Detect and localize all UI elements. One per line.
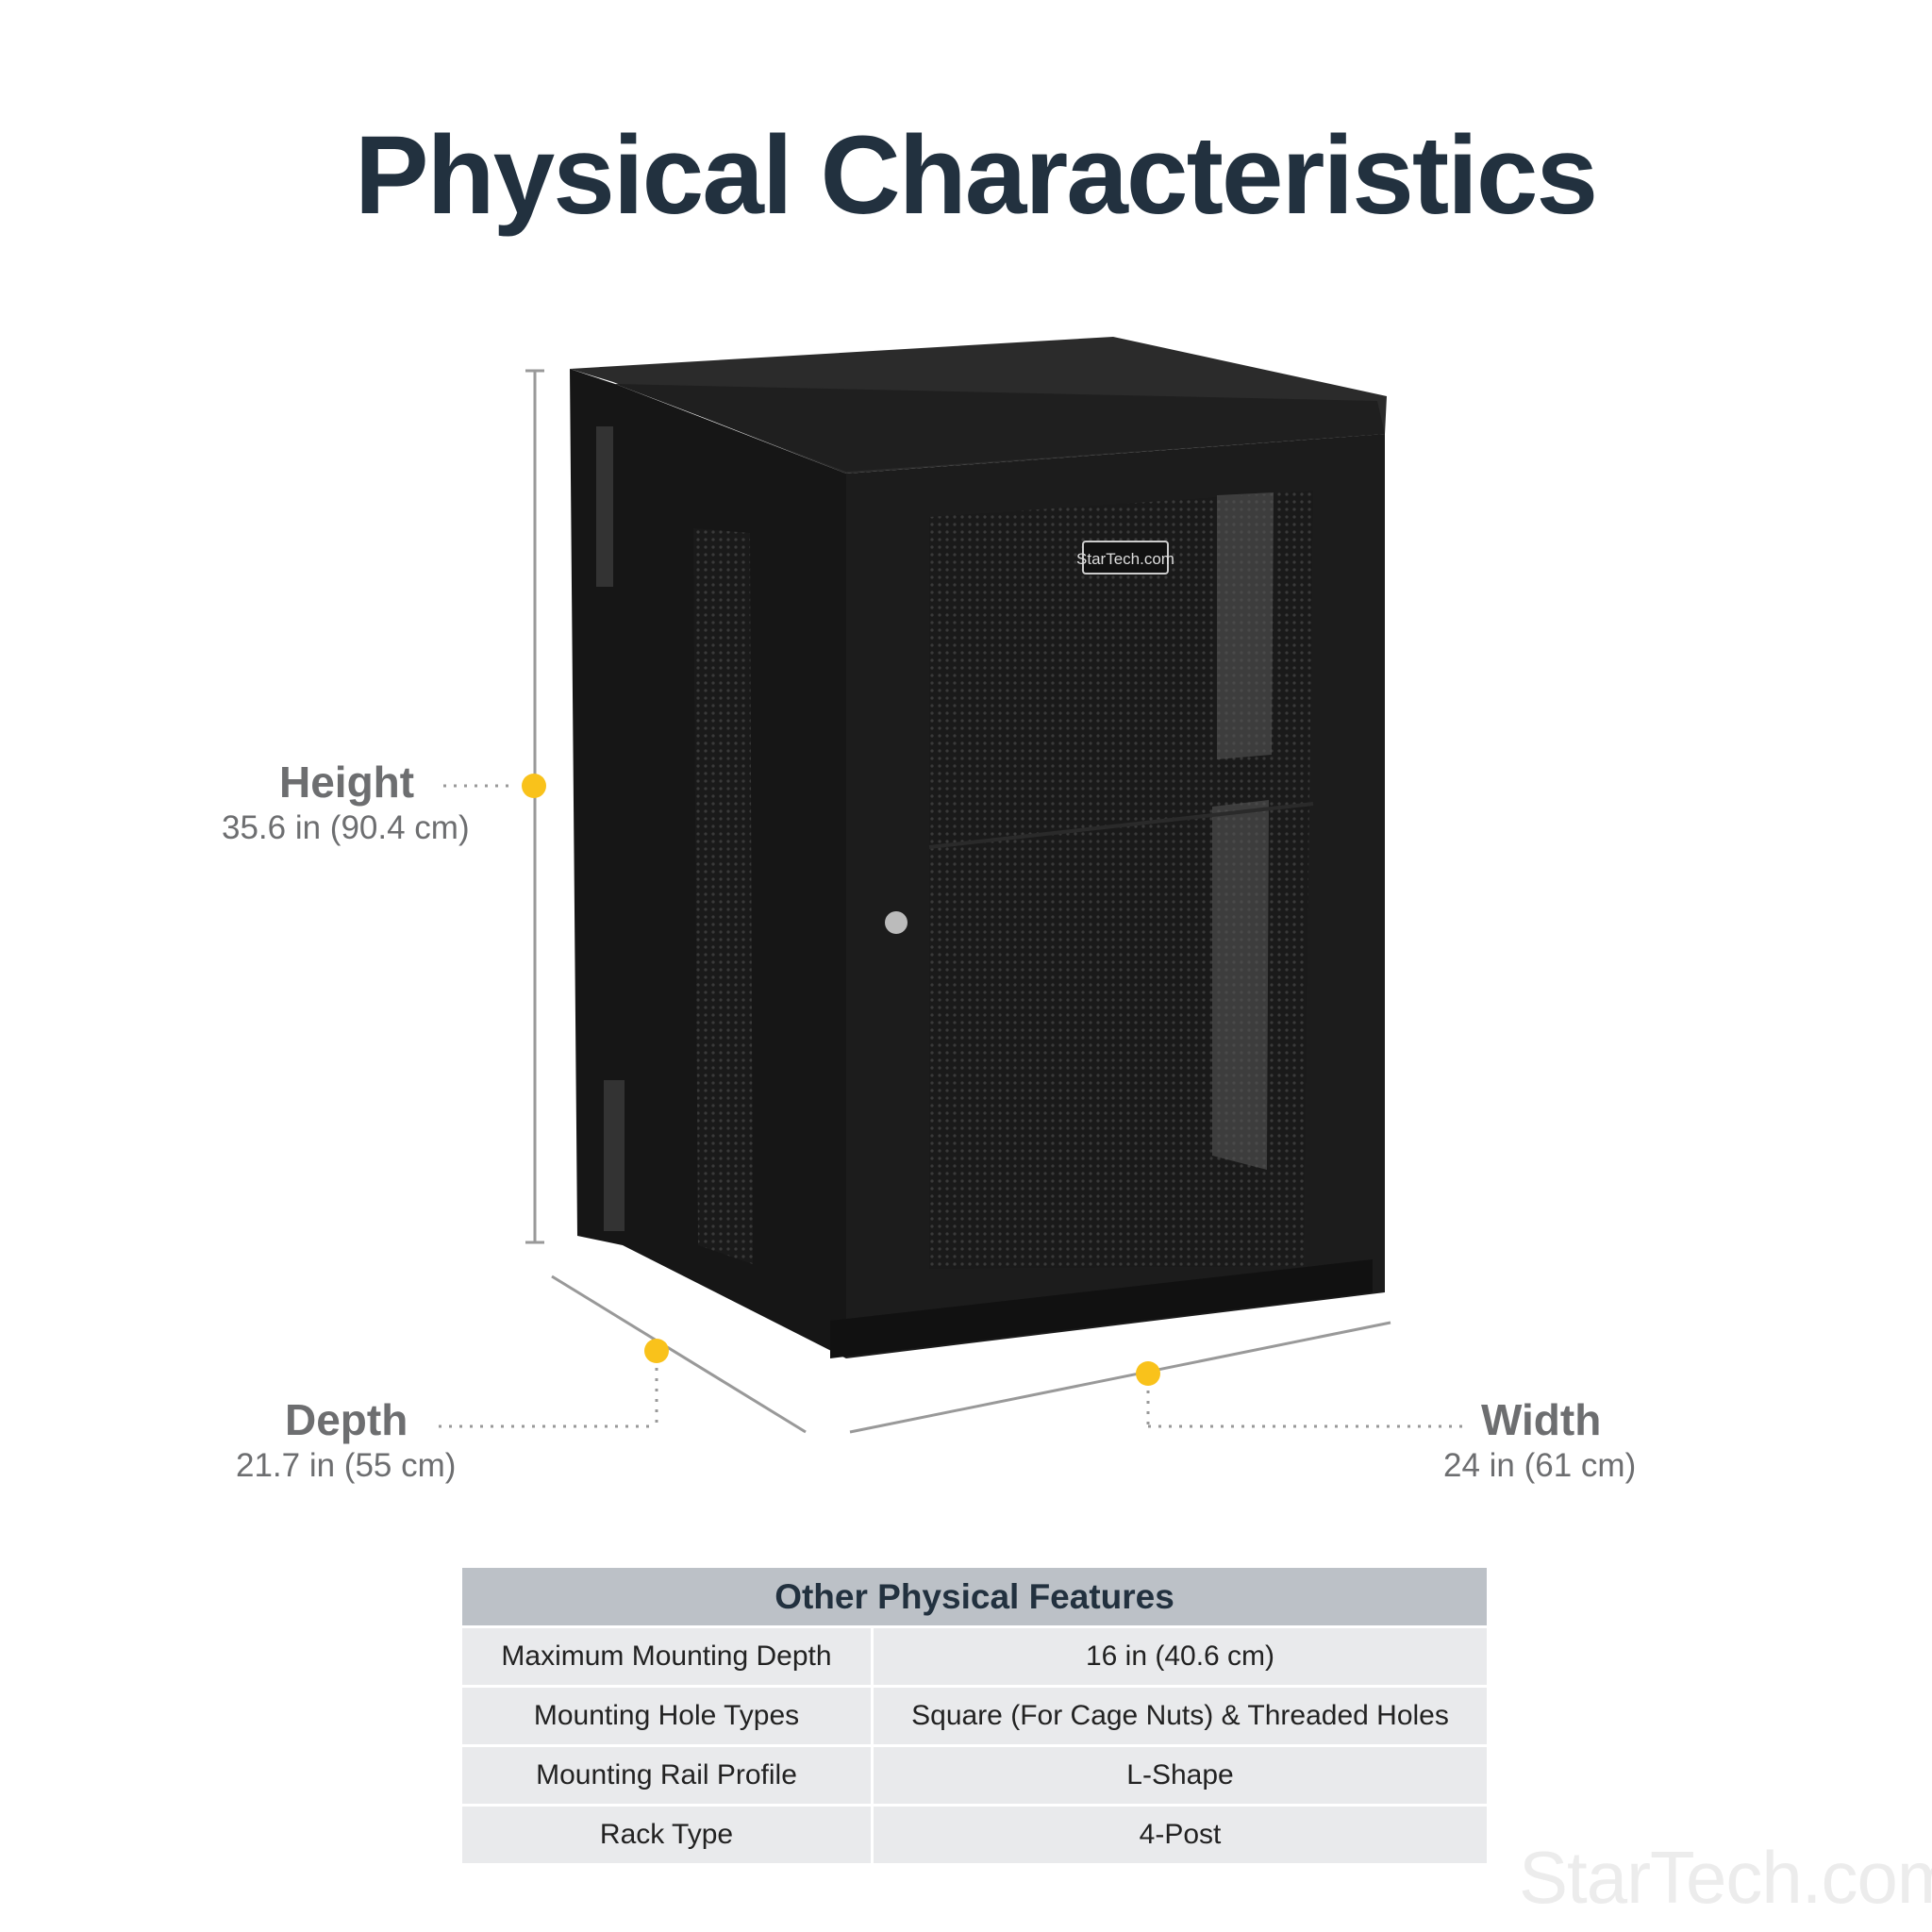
table-row: Mounting Rail Profile L-Shape [462, 1747, 1487, 1804]
page-title: Physical Characteristics [354, 113, 1598, 238]
dimension-lines [439, 369, 1467, 1434]
depth-marker-dot [644, 1339, 669, 1363]
table-row: Maximum Mounting Depth 16 in (40.6 cm) [462, 1628, 1487, 1685]
features-table-header: Other Physical Features [462, 1568, 1487, 1625]
feature-value: L-Shape [874, 1747, 1487, 1804]
feature-name: Maximum Mounting Depth [462, 1628, 871, 1685]
depth-line [551, 1274, 807, 1434]
depth-value: 21.7 in (55 cm) [236, 1447, 457, 1484]
height-value: 35.6 in (90.4 cm) [222, 809, 470, 846]
height-label: Height [279, 758, 415, 807]
width-marker-dot [1136, 1361, 1160, 1386]
features-table: Other Physical Features Maximum Mounting… [462, 1568, 1487, 1863]
feature-value: Square (For Cage Nuts) & Threaded Holes [874, 1688, 1487, 1744]
width-label: Width [1481, 1395, 1602, 1444]
feature-name: Mounting Rail Profile [462, 1747, 871, 1804]
width-line [849, 1321, 1391, 1434]
product-badge-logo: StarTech.com [1076, 550, 1174, 568]
feature-value: 4-Post [874, 1807, 1487, 1863]
table-row: Mounting Hole Types Square (For Cage Nut… [462, 1688, 1487, 1744]
startech-watermark-logo: StarTech.com [1519, 1836, 1932, 1919]
table-row: Rack Type 4-Post [462, 1807, 1487, 1863]
feature-name: Mounting Hole Types [462, 1688, 871, 1744]
depth-label: Depth [285, 1395, 408, 1444]
feature-value: 16 in (40.6 cm) [874, 1628, 1487, 1685]
wall-cabinet: StarTech.com [570, 337, 1387, 1358]
feature-name: Rack Type [462, 1807, 871, 1863]
width-value: 24 in (61 cm) [1443, 1447, 1637, 1484]
height-marker-dot [522, 774, 546, 798]
